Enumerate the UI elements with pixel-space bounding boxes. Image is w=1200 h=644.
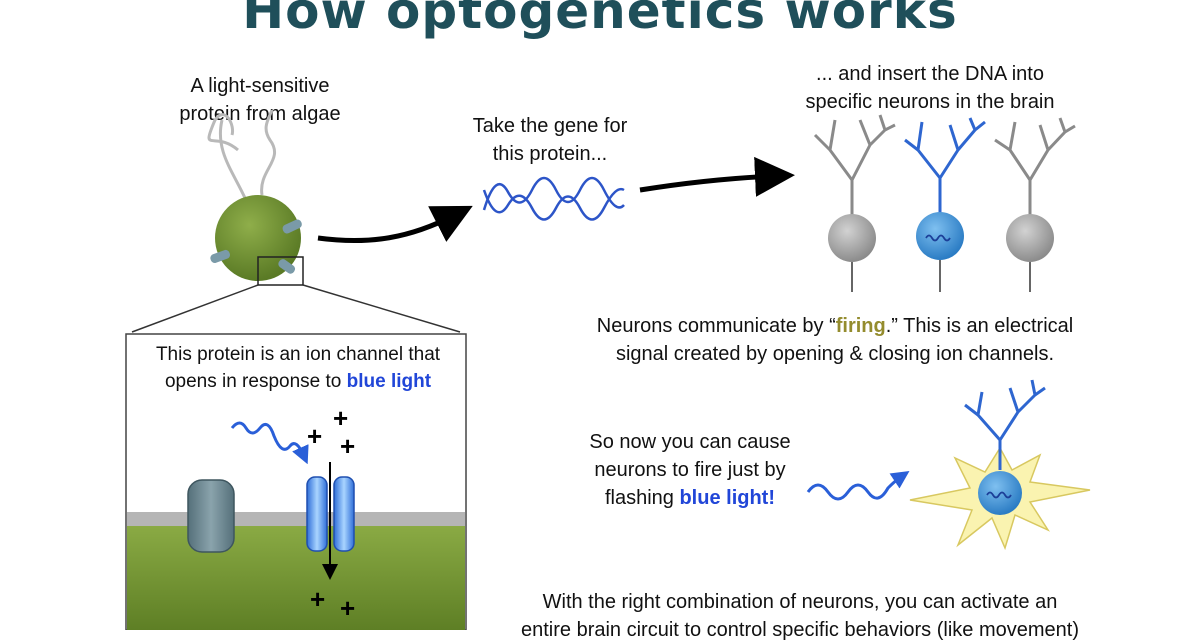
ion-plus-2: + xyxy=(307,421,322,451)
ion-plus-3: + xyxy=(340,431,355,461)
neuron-middle-blue xyxy=(904,117,986,292)
arrow-to-neurons xyxy=(639,156,795,197)
ion-plus-4: + xyxy=(310,584,325,614)
neuron-right xyxy=(994,117,1076,292)
neuron-left xyxy=(813,114,896,292)
diagram-canvas: + + + + + xyxy=(125,109,1091,630)
ion-plus-5: + xyxy=(340,593,355,623)
flagellum-left xyxy=(207,113,239,152)
ion-channel-label: This protein is an ion channel that open… xyxy=(155,344,441,392)
gene-label: Take the gene for this protein... xyxy=(472,115,628,165)
ion-plus-1: + xyxy=(333,403,348,433)
flagellum-right xyxy=(260,109,277,196)
algae-cell xyxy=(131,109,461,333)
algae-label: A light-sensitive protein from algae xyxy=(179,75,341,125)
ion-channel-panel xyxy=(125,333,467,630)
dna-helix xyxy=(482,176,625,221)
blue-light-wave-panel xyxy=(230,421,309,465)
arrow-to-gene xyxy=(317,205,473,244)
circuit-label: With the right combination of neurons, y… xyxy=(521,591,1079,641)
blue-light-wave xyxy=(806,471,910,501)
firing-label: Neurons communicate by “firing.” This is… xyxy=(596,315,1074,365)
zoom-box xyxy=(257,256,304,286)
algae-body xyxy=(215,195,301,281)
insert-label: ... and insert the DNA into specific neu… xyxy=(805,63,1055,113)
open-channel-right xyxy=(333,476,355,552)
firing-neuron xyxy=(909,379,1091,551)
open-channel-left xyxy=(306,476,328,552)
closed-channel xyxy=(187,479,235,553)
cause-label: So now you can cause neurons to fire jus… xyxy=(589,431,791,509)
page-title: How optogenetics works xyxy=(242,0,958,40)
